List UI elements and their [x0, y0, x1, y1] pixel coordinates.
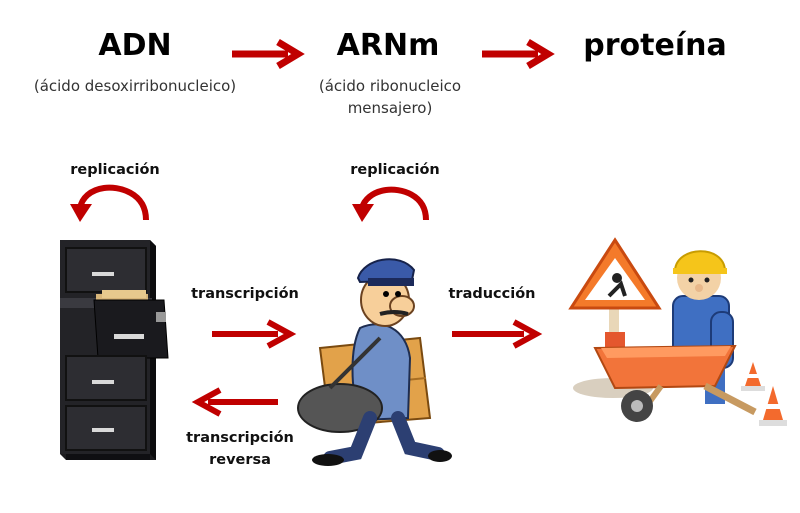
reverse-transcription-label-1: transcripción: [186, 430, 294, 446]
replication-rna-label: replicación: [350, 162, 440, 178]
term-rna-subtitle-2: mensajero): [347, 99, 433, 117]
reverse-transcription-label-2: reversa: [209, 452, 271, 468]
replication-dna-label: replicación: [70, 162, 160, 178]
transcription-label: transcripción: [191, 286, 299, 302]
translation-label: traducción: [448, 286, 536, 302]
translation-arrow: [452, 319, 543, 349]
arrow-dna-to-rna: [232, 38, 305, 70]
term-protein: proteína: [583, 28, 727, 63]
replication-rna-arrow: [352, 186, 429, 222]
term-dna-subtitle: (ácido desoxirribonucleico): [33, 77, 237, 95]
transcription-arrow: [212, 319, 297, 349]
construction-worker-toy-icon: [568, 237, 787, 426]
arrow-rna-to-protein: [482, 38, 555, 70]
mail-carrier-icon: [297, 258, 452, 466]
term-dna: ADN: [98, 28, 172, 63]
filing-cabinet-icon: [60, 240, 169, 460]
term-rna: ARNm: [336, 28, 440, 63]
term-rna-subtitle-1: (ácido ribonucleico: [318, 77, 462, 95]
reverse-transcription-arrow: [191, 387, 278, 417]
replication-dna-arrow: [70, 184, 149, 222]
